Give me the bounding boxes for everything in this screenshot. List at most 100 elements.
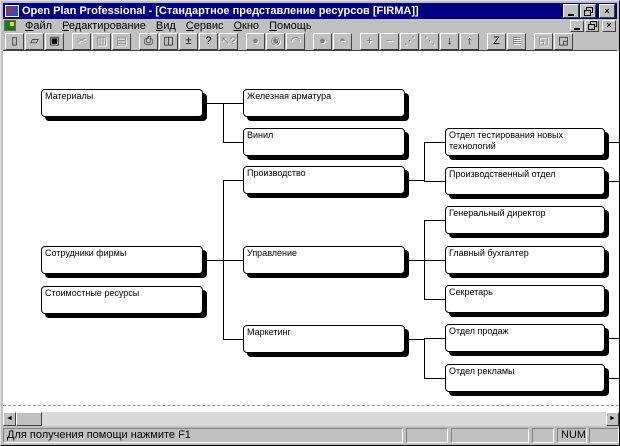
scroll-right-icon: ► <box>609 415 616 422</box>
tree-node-cost[interactable]: Стоимостные ресурсы <box>41 286 203 314</box>
cut-button[interactable]: ✂ <box>72 32 91 50</box>
activity-view-button[interactable]: ◉ <box>266 32 285 50</box>
move-down-button[interactable]: ↓ <box>440 32 459 50</box>
plus-icon: + <box>366 34 373 47</box>
toolbar: ▯▱▣✂▥▤⎙◫±?↖?●◉◠●◓+−⋰⋱↓↑Z≣◱◲ <box>3 32 617 51</box>
print-button[interactable]: ⎙ <box>139 32 158 50</box>
cost-view-button[interactable]: ◓ <box>333 32 352 50</box>
histogram-button[interactable]: ± <box>179 32 198 50</box>
child-minimize-button[interactable] <box>570 19 584 32</box>
remove-button[interactable]: − <box>380 32 399 50</box>
h-scrollbar[interactable]: ◄ ► <box>3 412 619 426</box>
notes-button[interactable]: ≣ <box>507 32 526 50</box>
print-preview-button[interactable]: ◫ <box>159 32 178 50</box>
menu-item-label: Р <box>62 19 69 32</box>
menu-item-label: В <box>155 19 164 32</box>
tree-node-accountant[interactable]: Главный бухгалтер <box>445 246 605 274</box>
question-mark-icon: ? <box>205 34 212 47</box>
tree-node-label: Производство <box>247 168 306 178</box>
filled-circle-icon: ● <box>252 34 259 47</box>
tree-node-label: Главный бухгалтер <box>449 248 529 258</box>
resource-view-button[interactable]: ● <box>313 32 332 50</box>
tree-node-materials[interactable]: Материалы <box>41 89 203 117</box>
menu-item-window[interactable]: Окно <box>228 20 264 32</box>
tree-node-label: Железная арматура <box>247 91 332 101</box>
tree-node-ceo[interactable]: Генеральный директор <box>445 206 605 234</box>
arch-icon: ◠ <box>290 34 301 47</box>
connector-line <box>224 180 243 181</box>
fit-window-button[interactable]: ◱ <box>534 32 553 50</box>
minus-icon: − <box>386 34 393 47</box>
restore-button[interactable] <box>580 4 596 18</box>
tree-node-marketing[interactable]: Маркетинг <box>243 325 405 353</box>
move-up-button[interactable]: ↑ <box>460 32 479 50</box>
open-button[interactable]: ▱ <box>25 32 44 50</box>
child-close-button[interactable]: × <box>602 19 616 32</box>
connector-line <box>425 260 445 261</box>
connector-line <box>425 181 445 182</box>
help-button[interactable]: ? <box>199 32 218 50</box>
scroll-thumb[interactable] <box>16 412 42 426</box>
tree-node-employees[interactable]: Сотрудники фирмы <box>41 246 203 274</box>
tree-node-production[interactable]: Производство <box>243 166 405 194</box>
status-bar: Для получения помощи нажмите F1 NUM <box>3 427 619 444</box>
tree-node-label: Отдел тестирования новых технологий <box>449 130 564 151</box>
scissors-icon: ✂ <box>76 34 87 47</box>
step-nodes-button[interactable]: ⋱ <box>420 32 439 50</box>
corner-square-icon: ◲ <box>558 34 569 47</box>
menu-item-view[interactable]: Вид <box>151 20 181 32</box>
copy-pages-icon: ▥ <box>96 34 107 47</box>
new-button[interactable]: ▯ <box>5 32 24 50</box>
toolbar-group: +−⋰⋱↓↑ <box>360 32 480 50</box>
context-help-button[interactable]: ↖? <box>219 32 238 50</box>
scroll-left-button[interactable]: ◄ <box>3 412 16 426</box>
tree-node-label: Секретарь <box>449 287 493 297</box>
connector-line <box>207 260 224 261</box>
window-title: Open Plan Professional - [Стандартное пр… <box>22 5 419 17</box>
status-message: Для получения помощи нажмите F1 <box>3 428 403 443</box>
tree-node-ads[interactable]: Отдел рекламы <box>445 364 605 392</box>
document-icon[interactable] <box>4 20 16 31</box>
menu-item-file[interactable]: Файл <box>20 20 57 32</box>
minimize-button[interactable] <box>563 4 579 18</box>
sort-button[interactable]: Z <box>487 32 506 50</box>
pointer-question-icon: ↖? <box>220 34 237 47</box>
new-document-icon: ▯ <box>11 34 18 47</box>
tree-node-sales[interactable]: Отдел продаж <box>445 324 605 352</box>
minimize-icon <box>568 13 574 16</box>
plus-minus-chart-icon: ± <box>185 34 192 47</box>
menu-item-tools[interactable]: Сервис <box>181 20 229 32</box>
tree-node-label: Материалы <box>45 91 94 101</box>
connector-line <box>224 142 243 143</box>
tree-node-management[interactable]: Управление <box>243 246 405 274</box>
paste-button[interactable]: ▤ <box>112 32 131 50</box>
connector-line <box>424 338 425 379</box>
tree-node-vinyl[interactable]: Винил <box>243 128 405 156</box>
num-indicator: NUM <box>557 428 587 443</box>
link-nodes-button[interactable]: ⋰ <box>400 32 419 50</box>
scroll-right-button[interactable]: ► <box>606 412 619 426</box>
expand-button[interactable]: ◲ <box>554 32 573 50</box>
menu-item-help[interactable]: Помощь <box>264 20 317 32</box>
save-button[interactable]: ▣ <box>45 32 64 50</box>
tree-node-iron[interactable]: Железная арматура <box>243 89 405 117</box>
menu-item-label: айл <box>33 19 53 32</box>
app-icon[interactable] <box>5 5 19 17</box>
menu-item-label: С <box>185 19 194 32</box>
tree-node-proddept[interactable]: Производственный отдел <box>445 167 605 195</box>
close-button[interactable]: × <box>599 4 615 18</box>
copy-button[interactable]: ▥ <box>92 32 111 50</box>
arch-view-button[interactable]: ◠ <box>286 32 305 50</box>
network-view-button[interactable]: ● <box>246 32 265 50</box>
add-button[interactable]: + <box>360 32 379 50</box>
tree-node-testdept[interactable]: Отдел тестирования новых технологий <box>445 128 605 156</box>
status-panel <box>589 428 619 443</box>
tree-node-secretary[interactable]: Секретарь <box>445 285 605 313</box>
child-restore-button[interactable] <box>585 19 599 32</box>
status-panel <box>406 428 448 443</box>
connector-line <box>224 260 243 261</box>
page-magnifier-icon: ◫ <box>163 34 174 47</box>
menu-item-edit[interactable]: Редактирование <box>57 20 151 32</box>
